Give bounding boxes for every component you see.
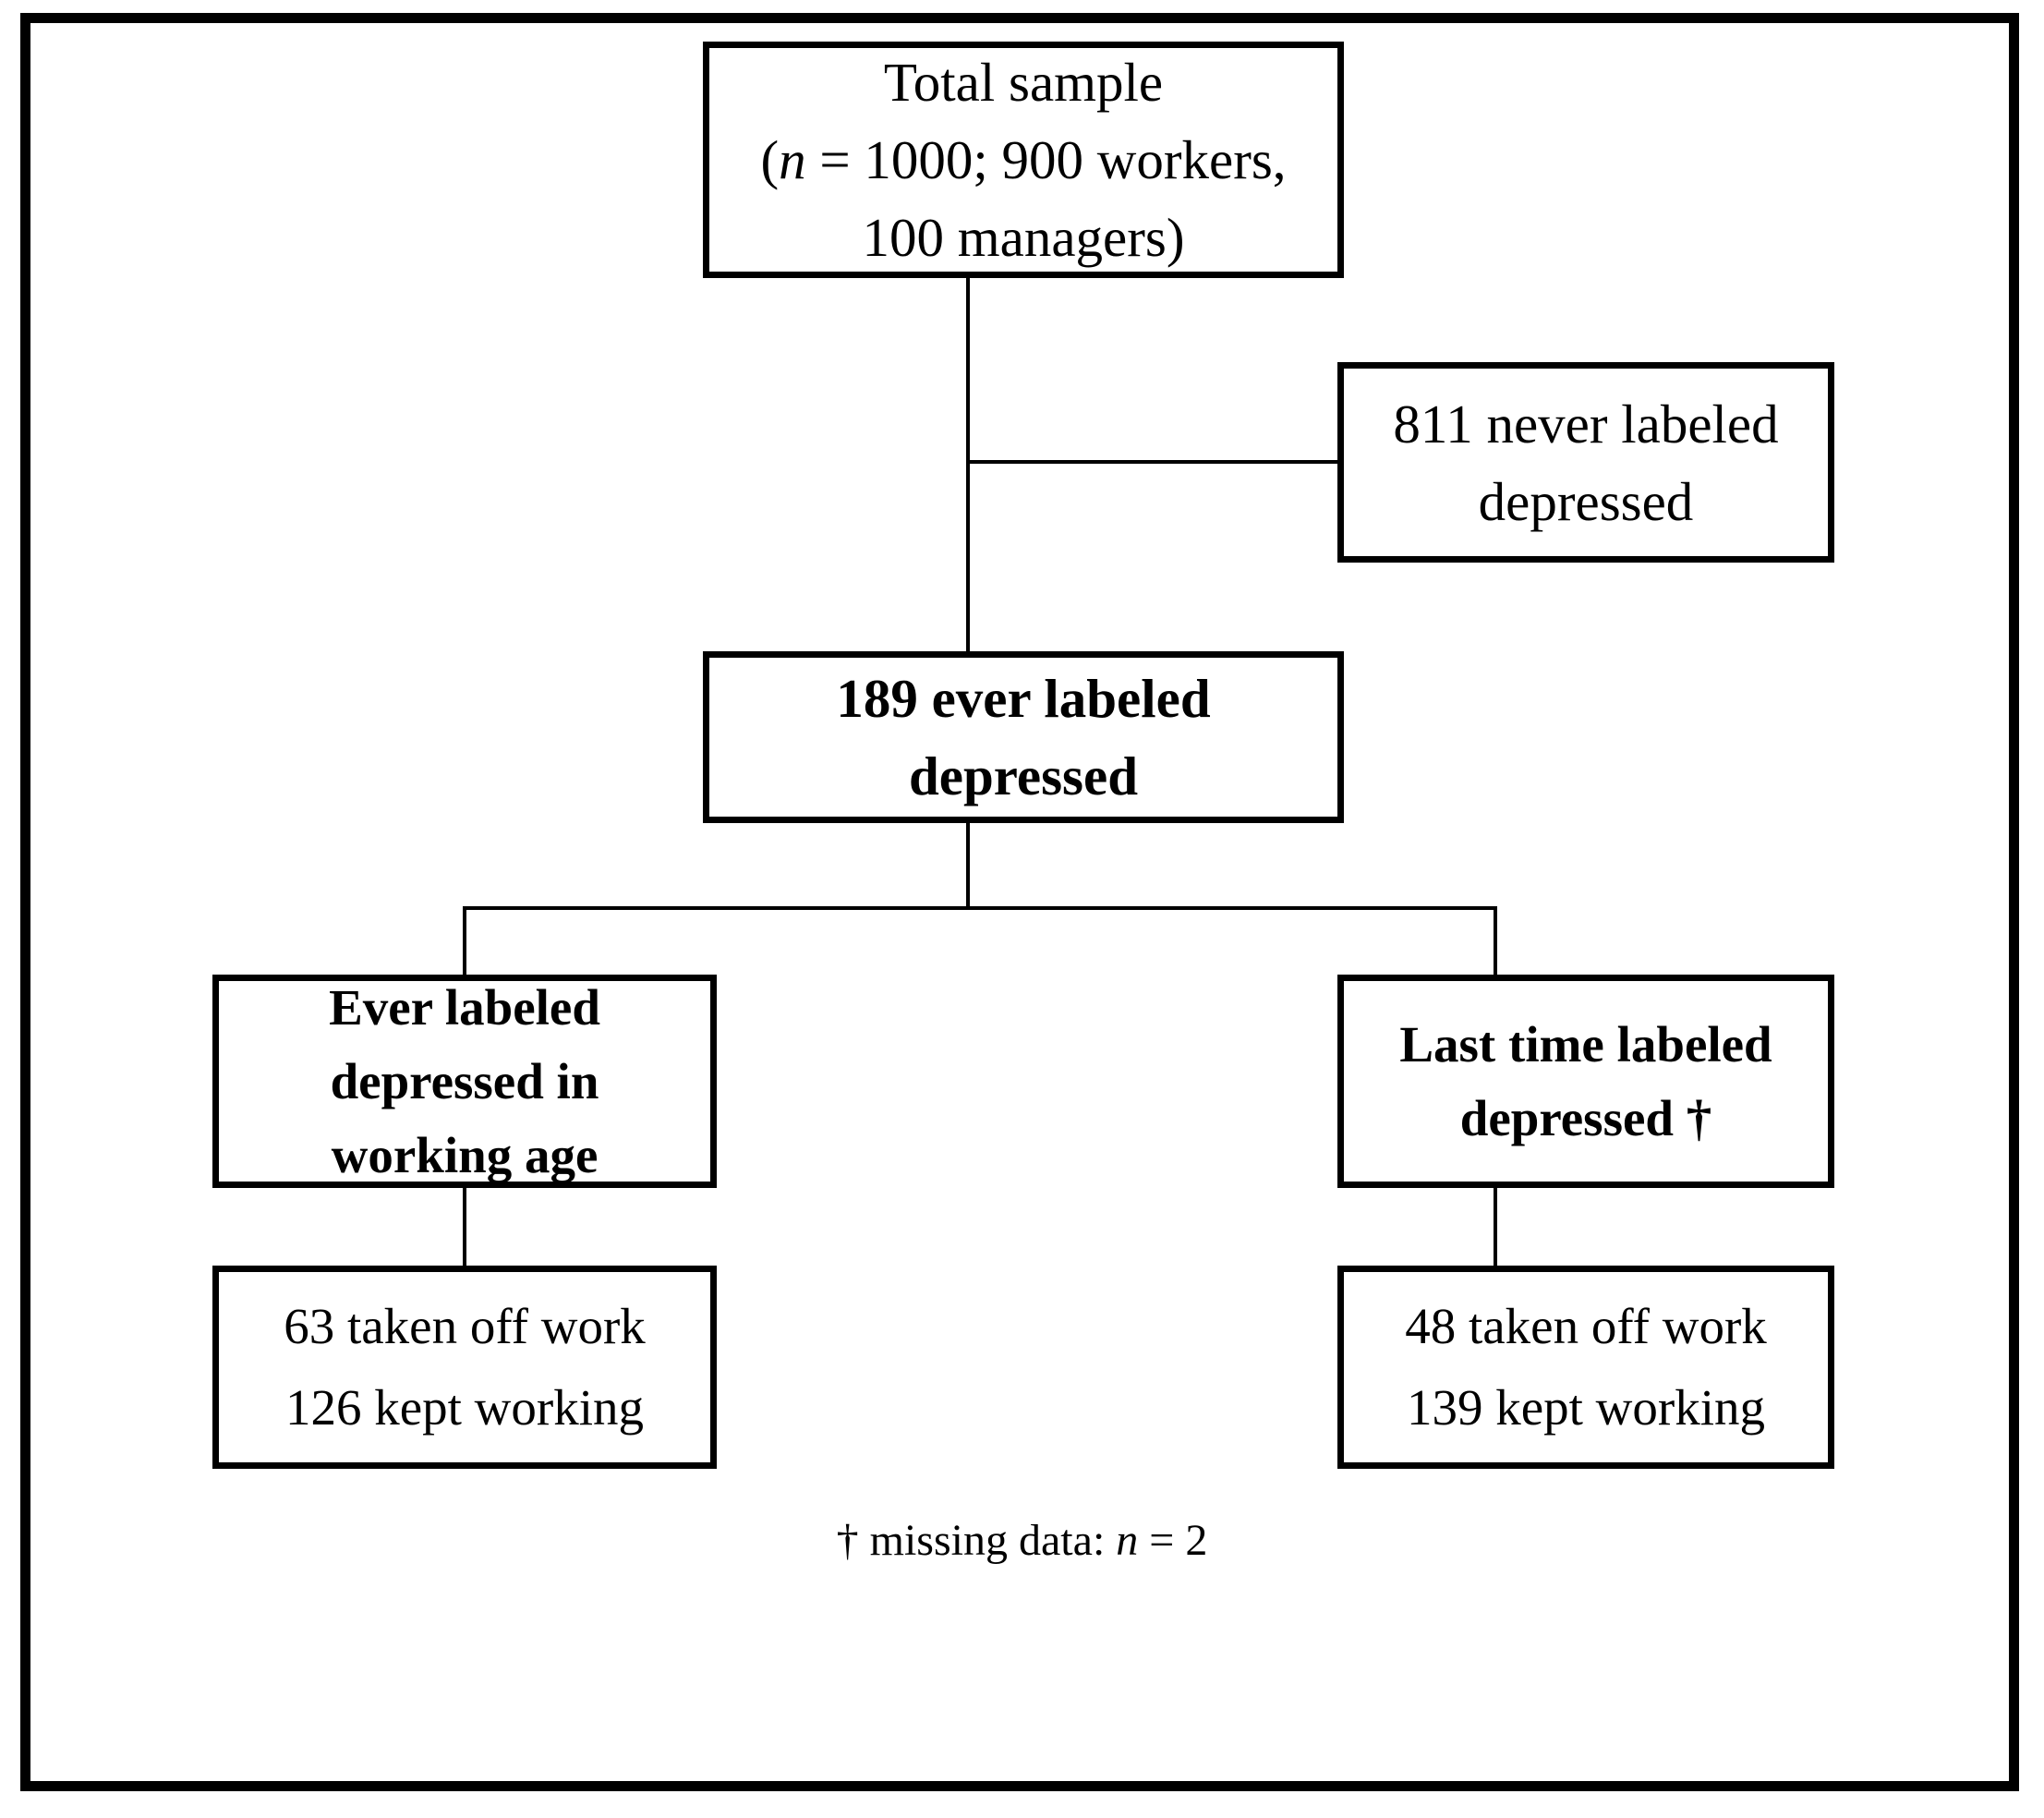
node-working-age-outcomes: 63 taken off work 126 kept working <box>212 1266 717 1469</box>
footnote-missing-data: † missing data: n = 2 <box>0 1513 2044 1569</box>
figure-outer-border <box>20 13 2019 1791</box>
last-time-line-1: Last time labeled <box>1399 1015 1772 1073</box>
total-sample-line-1: Total sample <box>883 52 1164 113</box>
never-labeled-line-1: 811 never labeled <box>1393 393 1779 454</box>
footnote-dagger-symbol: † <box>836 1516 859 1565</box>
working-age-line-3: working age <box>331 1126 599 1183</box>
connector-total-to-ever <box>966 278 970 653</box>
connector-split-to-working-age <box>463 906 466 976</box>
ever-labeled-line-2: depressed <box>908 745 1139 806</box>
footnote-n-symbol: n <box>1116 1516 1139 1565</box>
connector-split-to-last-time <box>1494 906 1497 976</box>
total-sample-n-symbol: n <box>779 129 806 190</box>
last-time-line-2: depressed † <box>1459 1089 1712 1146</box>
connector-last-time-to-outcome <box>1494 1188 1497 1267</box>
right-outcome-line-1: 48 taken off work <box>1405 1298 1767 1354</box>
connector-ever-split-stem <box>966 823 970 908</box>
right-outcome-line-2: 139 kept working <box>1406 1379 1765 1436</box>
node-ever-labeled-depressed: 189 ever labeled depressed <box>703 651 1344 823</box>
node-last-time-outcomes: 48 taken off work 139 kept working <box>1337 1266 1834 1469</box>
never-labeled-line-2: depressed <box>1478 470 1694 532</box>
total-sample-line-3: 100 managers) <box>862 207 1185 268</box>
left-outcome-line-2: 126 kept working <box>284 1379 644 1436</box>
working-age-line-1: Ever labeled <box>329 978 600 1036</box>
ever-labeled-line-1: 189 ever labeled <box>836 668 1211 729</box>
total-sample-line-2: (n = 1000; 900 workers, <box>760 121 1286 199</box>
total-sample-line-2-pre: ( <box>760 129 780 190</box>
working-age-line-2: depressed in <box>330 1052 599 1109</box>
node-never-labeled-depressed: 811 never labeled depressed <box>1337 362 1834 563</box>
footnote-text-post: = 2 <box>1138 1516 1208 1565</box>
connector-ever-split-bar <box>463 906 1497 910</box>
connector-working-age-to-outcome <box>463 1188 466 1267</box>
node-total-sample: Total sample (n = 1000; 900 workers, 100… <box>703 42 1344 278</box>
node-last-time-labeled-depressed: Last time labeled depressed † <box>1337 975 1834 1188</box>
total-sample-line-2-post: = 1000; 900 workers, <box>805 129 1287 190</box>
connector-to-never-labeled <box>966 460 1339 464</box>
left-outcome-line-1: 63 taken off work <box>284 1298 646 1354</box>
footnote-text-pre: missing data: <box>858 1516 1117 1565</box>
node-ever-labeled-working-age: Ever labeled depressed in working age <box>212 975 717 1188</box>
